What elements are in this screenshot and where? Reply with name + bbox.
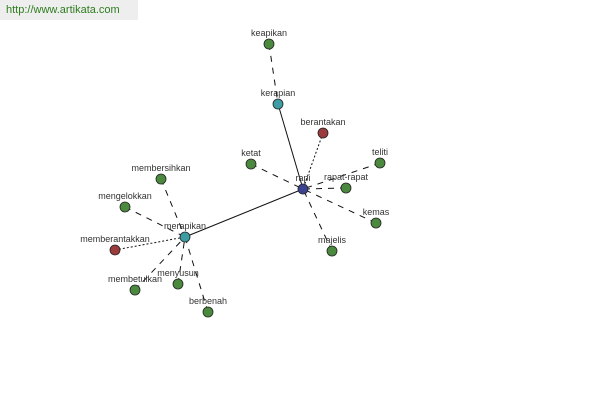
- node-kerapian[interactable]: kerapian: [261, 88, 296, 110]
- edge-berbenah-merapikan: [184, 236, 209, 313]
- node-keapikan[interactable]: keapikan: [251, 28, 287, 50]
- node-circle[interactable]: [245, 158, 257, 170]
- edge-berantakan-rapi: [302, 132, 324, 190]
- node-memberantakkan[interactable]: memberantakkan: [80, 234, 150, 256]
- node-circle[interactable]: [155, 173, 167, 185]
- node-label: teliti: [372, 147, 388, 157]
- edge-kemas-rapi: [302, 188, 377, 224]
- node-circle[interactable]: [119, 201, 131, 213]
- node-kemas[interactable]: kemas: [363, 207, 390, 229]
- node-circle[interactable]: [317, 127, 329, 139]
- node-label: menyusun: [157, 268, 199, 278]
- node-label: ketat: [241, 148, 261, 158]
- edge-membersihkan-merapikan: [160, 178, 186, 238]
- node-circle[interactable]: [326, 245, 338, 257]
- node-circle[interactable]: [370, 217, 382, 229]
- edge-kerapian-rapi: [277, 103, 304, 190]
- node-rapat-rapat[interactable]: rapat-rapat: [324, 172, 369, 194]
- node-circle[interactable]: [179, 231, 191, 243]
- node-circle[interactable]: [297, 183, 309, 195]
- edge-ketat-rapi: [250, 163, 304, 190]
- node-label: mengelokkan: [98, 191, 152, 201]
- node-teliti[interactable]: teliti: [372, 147, 388, 169]
- node-label: merapikan: [164, 221, 206, 231]
- node-circle[interactable]: [263, 38, 275, 50]
- edge-rapat-rapat-rapi: [302, 187, 347, 190]
- node-majelis[interactable]: majelis: [318, 235, 347, 257]
- node-circle[interactable]: [109, 244, 121, 256]
- node-circle[interactable]: [374, 157, 386, 169]
- node-circle[interactable]: [340, 182, 352, 194]
- node-membetulkan[interactable]: membetulkan: [108, 274, 162, 296]
- edge-rapi-merapikan: [184, 188, 304, 238]
- node-label: kerapian: [261, 88, 296, 98]
- node-mengelokkan[interactable]: mengelokkan: [98, 191, 152, 213]
- watermark-link[interactable]: http://www.artikata.com: [0, 0, 138, 20]
- node-label: membersihkan: [131, 163, 190, 173]
- node-label: berantakan: [300, 117, 345, 127]
- edge-teliti-rapi: [302, 162, 381, 190]
- node-berantakan[interactable]: berantakan: [300, 117, 346, 139]
- node-ketat[interactable]: ketat: [241, 148, 261, 170]
- edge-membetulkan-merapikan: [134, 236, 186, 291]
- node-berbenah[interactable]: berbenah: [189, 296, 227, 318]
- node-circle[interactable]: [129, 284, 141, 296]
- node-rapi[interactable]: rapi: [295, 173, 311, 195]
- node-label: majelis: [318, 235, 347, 245]
- node-label: rapat-rapat: [324, 172, 369, 182]
- node-merapikan[interactable]: merapikan: [164, 221, 206, 243]
- node-label: membetulkan: [108, 274, 162, 284]
- node-menyusun[interactable]: menyusun: [157, 268, 199, 290]
- node-circle[interactable]: [172, 278, 184, 290]
- node-label: memberantakkan: [80, 234, 150, 244]
- node-label: berbenah: [189, 296, 227, 306]
- node-label: rapi: [295, 173, 310, 183]
- node-circle[interactable]: [202, 306, 214, 318]
- node-label: kemas: [363, 207, 390, 217]
- edge-keapikan-kerapian: [268, 43, 279, 105]
- node-membersihkan[interactable]: membersihkan: [131, 163, 191, 185]
- node-label: keapikan: [251, 28, 287, 38]
- node-circle[interactable]: [272, 98, 284, 110]
- edge-menyusun-merapikan: [177, 236, 186, 285]
